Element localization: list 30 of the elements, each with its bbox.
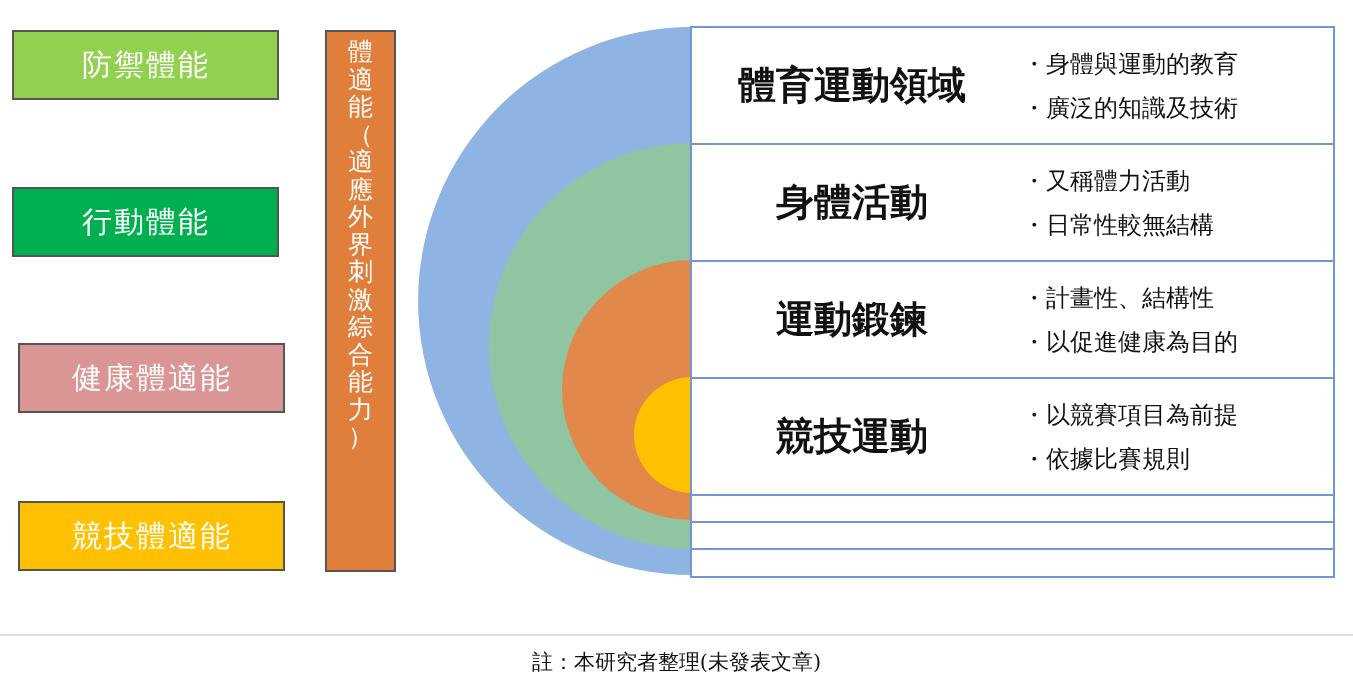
table-row — [690, 26, 1335, 145]
table-row — [690, 143, 1335, 262]
table-row — [690, 260, 1335, 379]
empty-row — [690, 494, 1335, 523]
category-label: 防禦體能 — [81, 45, 210, 84]
category-label: 競技體適能 — [71, 516, 232, 555]
table-row — [690, 377, 1335, 496]
empty-row — [690, 548, 1335, 578]
bullet-text: ・日常性較無結構 — [1022, 209, 1214, 241]
bullet-text: ・以競賽項目為前提 — [1022, 399, 1238, 431]
category-label: 行動體能 — [81, 202, 210, 241]
row-title: 運動鍛鍊 — [775, 296, 929, 343]
category-box — [18, 343, 285, 413]
caption: 註：本研究者整理(未發表文章) — [530, 649, 823, 676]
category-box — [18, 501, 285, 571]
bullet-text: ・以促進健康為目的 — [1022, 326, 1238, 358]
bullet-text: ・廣泛的知識及技術 — [1022, 92, 1238, 124]
bullet-text: ・身體與運動的教育 — [1022, 48, 1238, 80]
bullet-text: ・依據比賽規則 — [1022, 443, 1191, 475]
vertical-bar — [325, 30, 396, 572]
category-box — [12, 30, 279, 100]
category-label: 健康體適能 — [71, 358, 232, 397]
row-title: 身體活動 — [775, 179, 929, 226]
empty-row — [690, 521, 1335, 550]
row-title: 競技運動 — [775, 413, 929, 460]
bullet-text: ・又稱體力活動 — [1022, 165, 1191, 197]
vertical-label: 體適能（適應外界刺激綜合能力） — [348, 38, 373, 453]
category-box — [12, 187, 279, 257]
bullet-text: ・計畫性、結構性 — [1022, 282, 1215, 314]
row-title: 體育運動領域 — [737, 62, 967, 109]
